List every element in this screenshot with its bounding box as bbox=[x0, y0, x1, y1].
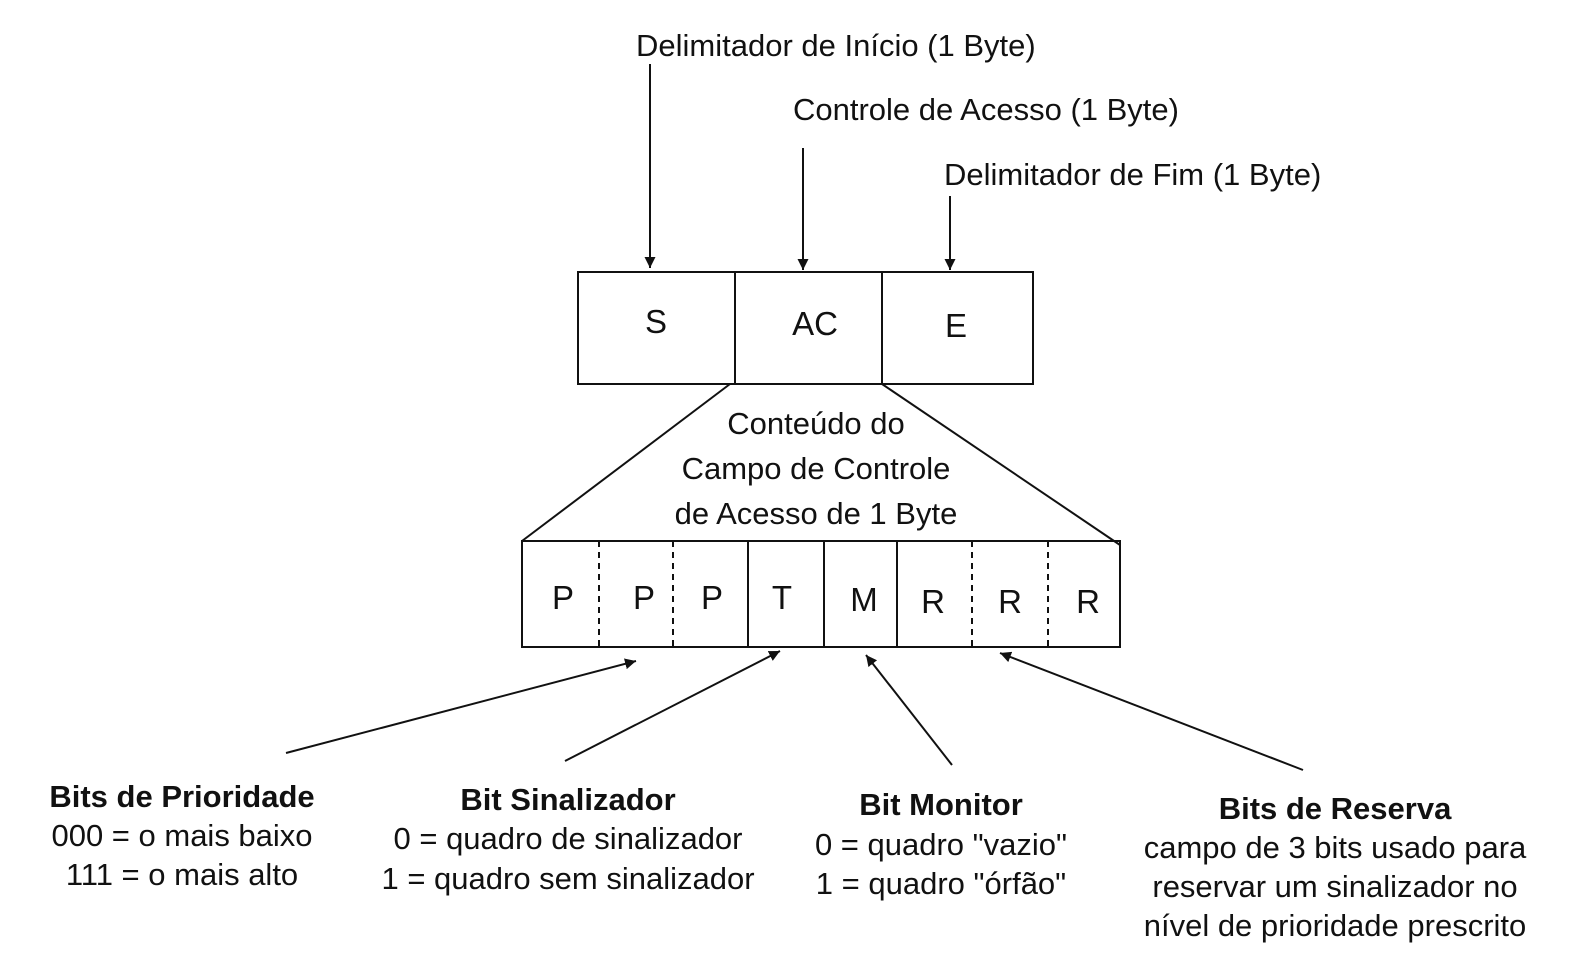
end-delimiter-label: Delimitador de Fim (1 Byte) bbox=[944, 157, 1322, 192]
bit-monitor: M bbox=[850, 581, 878, 618]
reservation-line-1: campo de 3 bits usado para bbox=[1143, 830, 1527, 865]
monitor-bit-line-2: 1 = quadro "órfão" bbox=[815, 866, 1067, 901]
reservation-line-2: reservar um sinalizador no bbox=[1152, 869, 1518, 904]
bit-token: T bbox=[771, 579, 793, 616]
token-bit-arrow bbox=[564, 650, 781, 762]
monitor-bit-arrow bbox=[865, 654, 953, 766]
expansion-caption-line-3: de Acesso de 1 Byte bbox=[674, 496, 958, 531]
bit-reservation-2: R bbox=[998, 583, 1022, 620]
token-frame-box bbox=[577, 271, 1034, 385]
expansion-line-left bbox=[521, 383, 731, 542]
priority-title: Bits de Prioridade bbox=[49, 779, 315, 814]
token-bit-title: Bit Sinalizador bbox=[460, 782, 676, 817]
token-bit-line-2: 1 = quadro sem sinalizador bbox=[381, 861, 755, 896]
token-bit-line-1: 0 = quadro de sinalizador bbox=[393, 821, 743, 856]
monitor-bit-title: Bit Monitor bbox=[859, 787, 1023, 822]
reservation-title: Bits de Reserva bbox=[1218, 791, 1452, 826]
field-access-control: AC bbox=[792, 305, 838, 342]
access-control-label: Controle de Acesso (1 Byte) bbox=[793, 92, 1179, 127]
field-end-delimiter: E bbox=[944, 307, 968, 344]
bit-priority-1: P bbox=[551, 579, 575, 616]
start-delimiter-label: Delimitador de Início (1 Byte) bbox=[636, 28, 1036, 63]
expansion-caption-line-1: Conteúdo do bbox=[727, 406, 905, 441]
bit-reservation-1: R bbox=[921, 583, 945, 620]
bit-priority-3: P bbox=[700, 579, 724, 616]
bit-reservation-3: R bbox=[1076, 583, 1100, 620]
expansion-line-right bbox=[881, 383, 1121, 546]
priority-line-2: 111 = o mais alto bbox=[65, 857, 299, 892]
monitor-bit-line-1: 0 = quadro "vazio" bbox=[814, 827, 1068, 862]
reservation-line-3: nível de prioridade prescrito bbox=[1143, 908, 1527, 943]
expansion-caption-line-2: Campo de Controle bbox=[681, 451, 951, 486]
priority-line-1: 000 = o mais baixo bbox=[51, 818, 313, 853]
field-start-delimiter: S bbox=[644, 303, 668, 340]
bit-priority-2: P bbox=[632, 579, 656, 616]
priority-arrow bbox=[285, 658, 637, 754]
reservation-arrow bbox=[999, 651, 1304, 771]
access-control-byte-box bbox=[521, 540, 1121, 648]
